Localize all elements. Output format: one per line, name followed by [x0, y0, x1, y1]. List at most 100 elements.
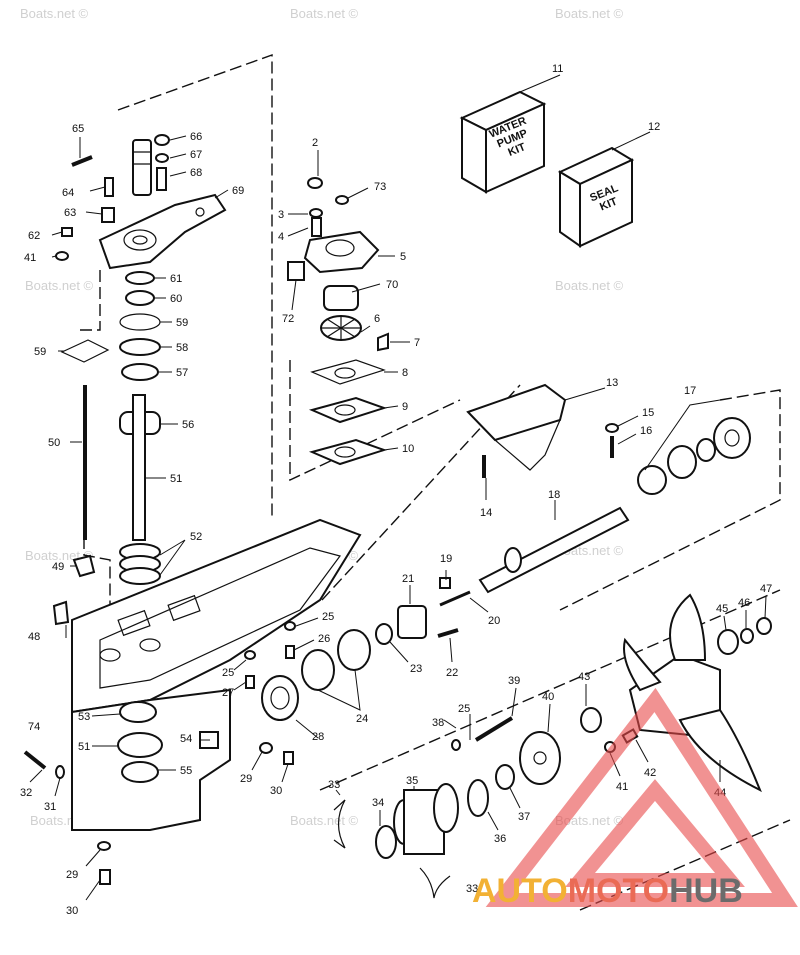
callout-53: 53: [78, 711, 90, 723]
water-pump-kit-box: WATER PUMP KIT: [459, 90, 547, 194]
callout-67: 67: [190, 149, 202, 161]
callout-56: 56: [182, 419, 194, 431]
callout-5: 5: [400, 251, 406, 263]
propeller-blade: [623, 637, 662, 692]
callout-58: 58: [176, 342, 188, 354]
clutch: [397, 605, 427, 639]
callout-14: 14: [480, 507, 492, 519]
washer: [309, 208, 323, 218]
gear-housing: [23, 518, 362, 885]
seal-kit-box: SEAL KIT: [557, 146, 635, 248]
screw: [283, 751, 294, 765]
bearing: [121, 363, 159, 381]
callout-29: 29: [240, 773, 252, 785]
callout-26: 26: [318, 633, 330, 645]
pinion-gear: [117, 732, 163, 758]
callout-63: 63: [64, 207, 76, 219]
callout-49: 49: [52, 561, 64, 573]
bearing: [713, 417, 751, 459]
callout-30: 30: [66, 905, 78, 917]
callout-13: 13: [606, 377, 618, 389]
watermark: Boats.net ©: [25, 278, 94, 293]
gasket-ring: [119, 313, 161, 331]
callout-11: 11: [552, 63, 563, 75]
callout-34: 34: [372, 797, 384, 809]
callout-17: 17: [684, 385, 696, 397]
callout-46: 46: [738, 597, 750, 609]
callout-3: 3: [278, 209, 284, 221]
pump-insert: [323, 285, 359, 311]
callout-40: 40: [542, 691, 554, 703]
callout-59: 59: [176, 317, 188, 329]
callout-10: 10: [402, 443, 414, 455]
callout-24: 24: [356, 713, 368, 725]
watermark: Boats.net ©: [555, 6, 624, 21]
callout-68: 68: [190, 167, 202, 179]
logo-auto: AUTO: [472, 872, 568, 910]
bearing-race: [301, 649, 335, 691]
bearing-carrier-race: [261, 675, 299, 721]
washer: [451, 739, 461, 751]
callout-55: 55: [180, 765, 192, 777]
callout-47: 47: [760, 583, 772, 595]
callout-23: 23: [410, 663, 422, 675]
washer: [97, 841, 111, 851]
callout-7: 7: [414, 337, 420, 349]
callout-45: 45: [716, 603, 728, 615]
callout-52: 52: [190, 531, 202, 543]
o-ring: [375, 825, 397, 859]
callout-36: 36: [494, 833, 506, 845]
washer: [155, 153, 169, 163]
bearing-cup: [119, 338, 161, 356]
leader-lines: [29, 74, 767, 901]
nut: [307, 177, 323, 189]
shift-housing: [98, 193, 227, 270]
shaft-housing-boundary: [117, 54, 273, 520]
callout-25: 25: [322, 611, 334, 623]
logo-moto: MOTO: [568, 872, 669, 910]
bearing-group-boundary: [559, 389, 781, 611]
callout-60: 60: [170, 293, 182, 305]
propeller-group: [333, 593, 772, 899]
callout-18: 18: [548, 489, 560, 501]
callout-28: 28: [312, 731, 324, 743]
thrust-hub: [495, 764, 515, 790]
screw: [245, 675, 255, 689]
callout-32: 32: [20, 787, 32, 799]
callout-9: 9: [402, 401, 408, 413]
forward-gear: [337, 629, 371, 671]
stud: [104, 177, 114, 197]
callout-8: 8: [402, 367, 408, 379]
callout-51: 51: [78, 741, 90, 753]
washer: [55, 251, 69, 261]
cross-pin: [437, 628, 459, 638]
water-pump-group: [287, 177, 389, 466]
callout-33: 33: [328, 779, 340, 791]
spring: [439, 577, 451, 589]
bolt: [23, 750, 47, 770]
callout-41: 41: [24, 252, 36, 264]
shaft-path-line: [80, 270, 101, 331]
callout-numbers: 65 66 67 68 69 64 63 62 41 61 60 59 59 5…: [20, 63, 772, 917]
automotohub-logo: AUTOMOTOHUB: [472, 687, 798, 910]
screw: [61, 227, 73, 237]
callout-21: 21: [402, 573, 414, 585]
nut: [335, 195, 349, 205]
bearing: [667, 445, 697, 479]
pinion-bearing: [121, 761, 159, 783]
callout-74: 74: [28, 721, 40, 733]
callout-64: 64: [62, 187, 74, 199]
callout-69: 69: [232, 185, 244, 197]
gasket: [310, 359, 386, 385]
callout-38: 38: [432, 717, 444, 729]
callout-2: 2: [312, 137, 318, 149]
face-plate: [308, 396, 388, 424]
watermark: Boats.net ©: [290, 6, 359, 21]
callout-22: 22: [446, 667, 458, 679]
callout-50: 50: [48, 437, 60, 449]
callout-62: 62: [28, 230, 40, 242]
callout-31: 31: [44, 801, 56, 813]
stud: [311, 217, 322, 237]
callout-37: 37: [518, 811, 530, 823]
washer: [55, 765, 65, 779]
